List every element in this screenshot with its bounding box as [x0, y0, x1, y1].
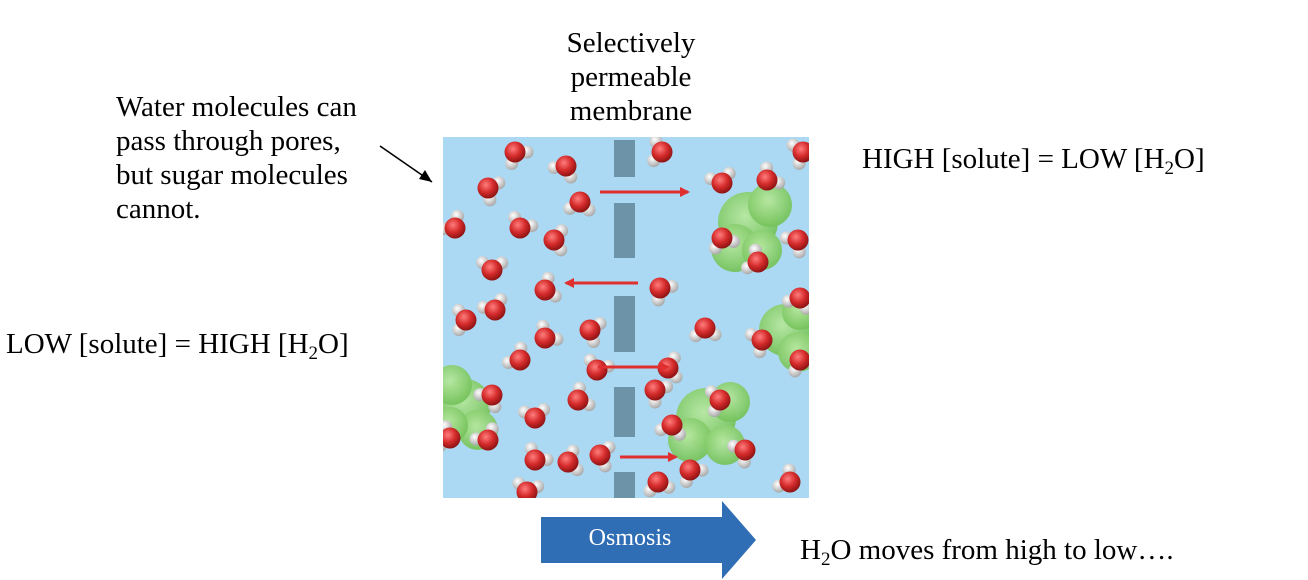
- water-molecule: [557, 444, 584, 477]
- membrane-title-line: membrane: [569, 95, 693, 127]
- membrane-segment: [614, 203, 635, 258]
- water-molecule: [644, 379, 674, 409]
- water-molecule: [547, 155, 578, 184]
- water-molecule: [524, 442, 554, 471]
- water-molecule: [643, 471, 676, 498]
- bottom-caption: H2O moves from high to low….: [800, 533, 1174, 570]
- high-label-subscript: 2: [1164, 158, 1175, 179]
- water-molecule: [781, 287, 809, 315]
- water-molecule: [534, 319, 564, 349]
- osmosis-arrow: [541, 501, 756, 579]
- high-label-main: HIGH [solute] = LOW [H: [862, 143, 1165, 175]
- water-molecule: [779, 229, 809, 259]
- water-molecule: [477, 176, 506, 207]
- low-label-end: O]: [318, 328, 349, 360]
- water-molecule: [508, 210, 539, 239]
- water-molecule: [452, 304, 477, 337]
- water-molecule: [744, 328, 773, 359]
- caption-end: O moves from high to low….: [830, 534, 1174, 566]
- water-molecule: [704, 385, 731, 418]
- water-molecule: [788, 349, 809, 378]
- water-molecule: [512, 476, 545, 498]
- high-label-end: O]: [1174, 143, 1205, 175]
- annotation-pointer-head: [419, 170, 432, 182]
- annotation-line: but sugar molecules: [116, 159, 348, 191]
- annotation-line: pass through pores,: [116, 125, 341, 157]
- water-molecule: [708, 227, 740, 255]
- flow-arrows: [564, 187, 690, 462]
- water-molecule: [772, 463, 801, 493]
- annotation-line: cannot.: [116, 193, 201, 225]
- water-molecule: [476, 256, 509, 281]
- caption-main: H: [800, 534, 821, 566]
- low-label-subscript: 2: [308, 343, 319, 364]
- water-molecule: [589, 440, 616, 473]
- membrane-segment: [614, 387, 635, 437]
- water-molecule: [469, 422, 499, 451]
- membrane-segment: [614, 472, 635, 498]
- water-molecule: [443, 209, 466, 239]
- low-label-main: LOW [solute] = HIGH [H: [6, 328, 309, 360]
- water-molecule: [727, 439, 756, 469]
- membrane-segment: [614, 140, 635, 177]
- water-molecule: [476, 293, 508, 321]
- water-molecule: [504, 141, 534, 171]
- water-molecule: [501, 341, 531, 371]
- membrane-title-line: Selectively: [566, 27, 696, 59]
- water-molecule: [579, 316, 607, 348]
- membrane-title: Selectively permeable membrane: [551, 26, 711, 128]
- sugar-molecules: [443, 183, 809, 465]
- water-molecule: [473, 384, 503, 414]
- water-molecule: [563, 191, 596, 217]
- water-molecule: [689, 317, 722, 343]
- water-molecule: [534, 271, 562, 303]
- water-molecule: [654, 414, 687, 441]
- low-solute-label: LOW [solute] = HIGH [H2O]: [6, 327, 349, 364]
- osmosis-label: Osmosis: [588, 525, 672, 551]
- water-molecule: [786, 138, 809, 170]
- water-molecule: [704, 166, 736, 194]
- water-molecule: [647, 137, 673, 168]
- water-molecule: [679, 459, 709, 488]
- water-molecule: [518, 403, 551, 429]
- water-molecule: [443, 420, 461, 452]
- water-molecule: [567, 381, 596, 412]
- water-molecule: [741, 243, 769, 275]
- membrane-segment: [614, 296, 635, 352]
- caption-subscript: 2: [820, 549, 831, 570]
- high-solute-label: HIGH [solute] = LOW [H2O]: [862, 142, 1205, 179]
- membrane-title-line: permeable: [570, 61, 692, 93]
- pore-annotation: Water molecules can pass through pores, …: [116, 90, 357, 226]
- water-molecule: [543, 224, 569, 257]
- annotation-line: Water molecules can: [116, 91, 357, 123]
- water-molecule: [649, 277, 679, 307]
- water-molecule: [756, 161, 786, 191]
- membrane: [614, 140, 635, 498]
- water-molecules: [443, 137, 809, 498]
